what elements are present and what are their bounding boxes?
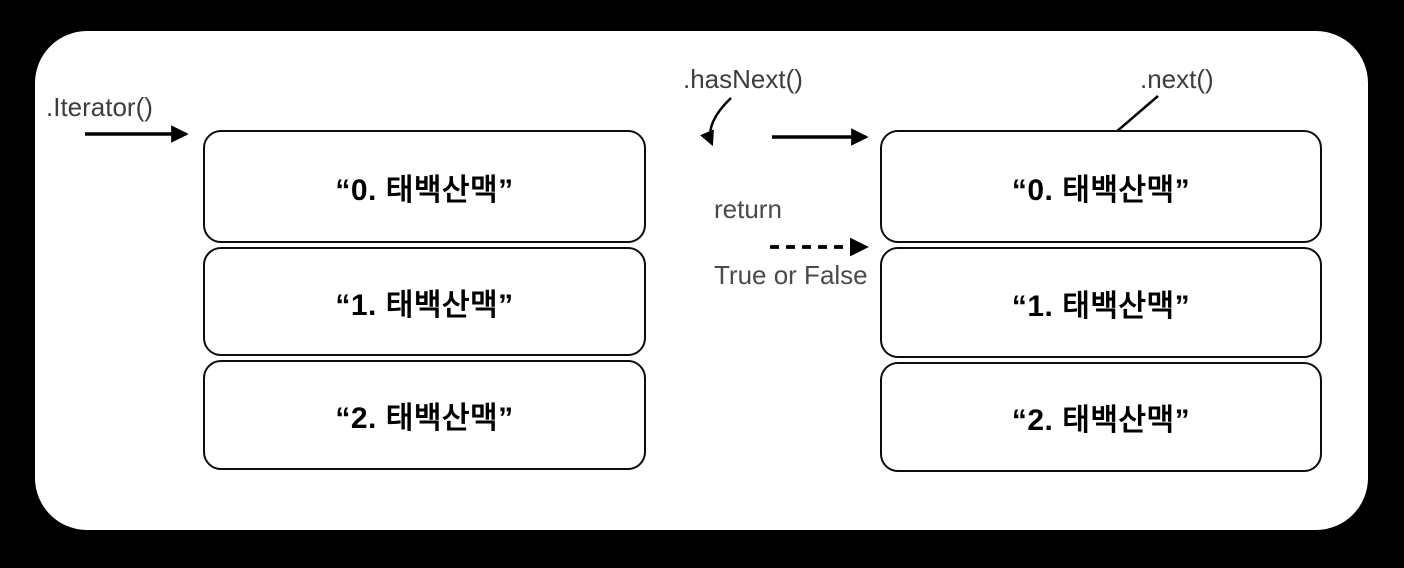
hasnext-method-label: .hasNext() [683,64,803,94]
return-label-line1: return [714,194,782,224]
left-list-item-0: “0. 태백산맥” [203,130,646,243]
iterator-method-label: .Iterator() [46,92,153,122]
right-list-item-2: “2. 태백산맥” [880,362,1322,472]
left-list-item-2: “2. 태백산맥” [203,360,646,470]
left-list-item-1: “1. 태백산맥” [203,247,646,356]
right-list-item-1: “1. 태백산맥” [880,247,1322,358]
next-method-label: .next() [1140,64,1214,94]
return-label-line2: True or False [714,260,868,290]
return-true-false-label: return True or False [714,160,868,325]
right-list-item-0: “0. 태백산맥” [880,130,1322,243]
